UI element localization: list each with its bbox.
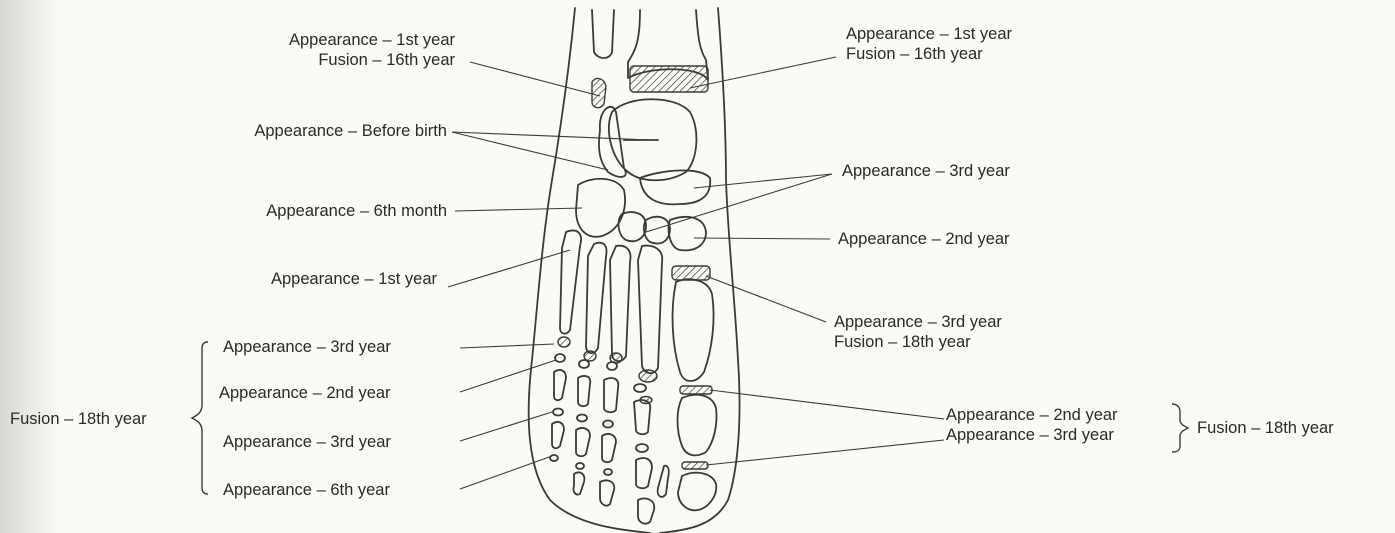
metatarsal-1-base-hatched [672, 266, 710, 280]
metatarsal-3 [610, 246, 630, 361]
label-phalanx-6th-year: Appearance – 6th year [223, 480, 390, 500]
great-toe-distal-epiphysis-hatched [682, 462, 708, 469]
leader-phalanx-4 [460, 456, 552, 489]
label-right-fusion: Fusion – 18th year [1197, 418, 1334, 438]
leader-phalanx-3 [460, 412, 552, 441]
label-metatarsal-fusion: Fusion – 18th year [834, 332, 1002, 352]
label-right-top: Appearance – 1st year Fusion – 16th year [846, 24, 1012, 64]
tibia-epiphysis-hatched [630, 66, 708, 92]
label-left-top: Appearance – 1st year Fusion – 16th year [210, 30, 455, 70]
label-left-top-appearance: Appearance – 1st year [210, 30, 455, 50]
metatarsal-2-head-hatched [639, 370, 657, 382]
toe-2-phalanx-epiphysis-hatched [640, 397, 652, 404]
metatarsal-5-head-hatched [558, 337, 570, 347]
metatarsal-4-head-hatched [584, 351, 596, 361]
leader-sixth-month [455, 208, 582, 211]
right-brace [1172, 404, 1188, 452]
label-phalanx-3rd-year-b: Appearance – 3rd year [223, 432, 391, 452]
label-first-year: Appearance – 1st year [160, 269, 437, 289]
leader-great-toe-b [706, 440, 944, 465]
leader-third-year-b [646, 174, 832, 232]
metatarsal-3-head-hatched [610, 353, 622, 363]
label-before-birth: Appearance – Before birth [160, 121, 447, 141]
label-right-top-fusion: Fusion – 16th year [846, 44, 1012, 64]
toe-4-phalanges [573, 360, 590, 495]
intermediate-cuneiform [644, 217, 670, 244]
label-left-fusion: Fusion – 18th year [10, 409, 147, 429]
label-third-year: Appearance – 3rd year [842, 161, 1010, 181]
toe-2-phalanges [634, 384, 669, 524]
leader-phalanx-1 [460, 344, 554, 348]
label-great-toe-3rd-year: Appearance – 3rd year [946, 425, 1118, 445]
metatarsal-2 [638, 246, 662, 373]
cuboid-bone [576, 179, 625, 237]
leader-second-year [694, 238, 830, 239]
leader-phalanx-2 [460, 360, 556, 392]
left-brace [192, 342, 208, 494]
metatarsal-1 [673, 279, 714, 381]
medial-cuneiform [668, 217, 706, 250]
fibula-bone [592, 10, 614, 58]
label-great-toe: Appearance – 2nd year Appearance – 3rd y… [946, 405, 1118, 445]
label-right-top-appearance: Appearance – 1st year [846, 24, 1012, 44]
label-left-top-fusion: Fusion – 16th year [210, 50, 455, 70]
great-toe-proximal-epiphysis-hatched [680, 386, 712, 394]
label-metatarsal-appearance: Appearance – 3rd year [834, 312, 1002, 332]
label-great-toe-2nd-year: Appearance – 2nd year [946, 405, 1118, 425]
label-phalanx-3rd-year: Appearance – 3rd year [223, 337, 391, 357]
toe-5-phalanges [550, 354, 566, 461]
label-metatarsal: Appearance – 3rd year Fusion – 18th year [834, 312, 1002, 352]
fibula-epiphysis-hatched [592, 79, 606, 108]
leader-first-year [448, 250, 570, 287]
great-toe-distal-phalanx [678, 473, 716, 511]
metatarsal-4 [586, 243, 607, 353]
label-second-year: Appearance – 2nd year [838, 229, 1010, 249]
leader-right-top [690, 57, 836, 88]
toe-3-phalanges [600, 362, 618, 506]
metatarsal-5 [560, 231, 581, 334]
label-sixth-month: Appearance – 6th month [160, 201, 447, 221]
label-phalanx-2nd-year: Appearance – 2nd year [219, 383, 391, 403]
leader-great-toe-a [710, 390, 944, 419]
great-toe-proximal-phalanx [678, 395, 717, 456]
leader-metatarsal [706, 276, 826, 322]
leader-left-top [470, 62, 600, 96]
